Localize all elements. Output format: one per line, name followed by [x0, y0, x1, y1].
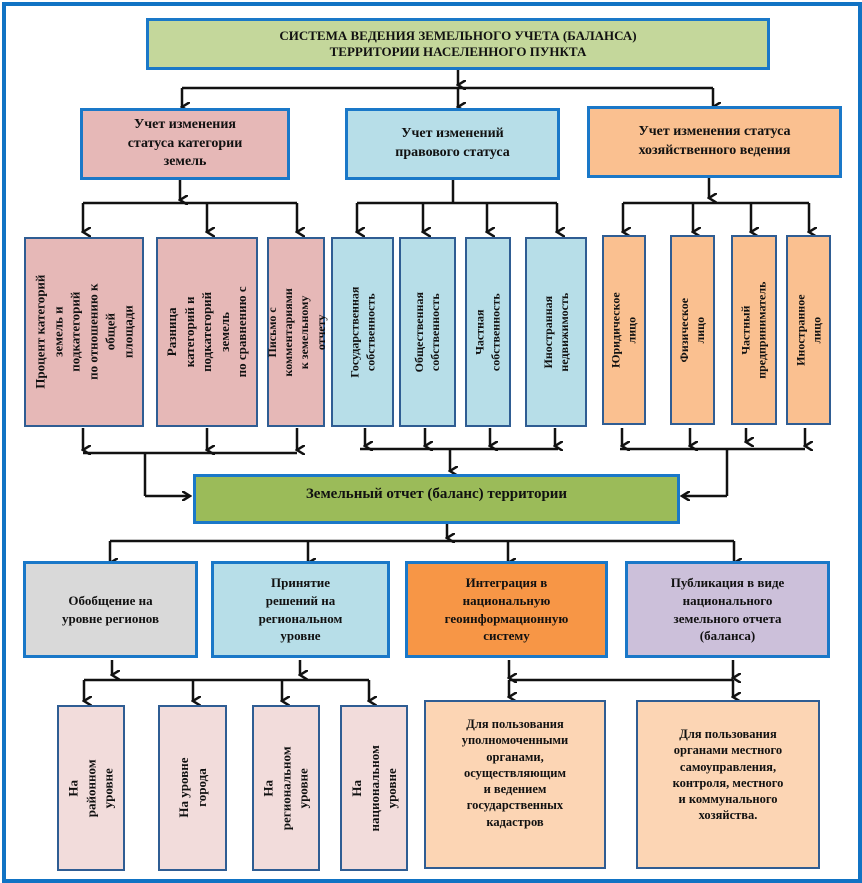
regional-decision-label: Принятие решений на региональном уровне [258, 575, 343, 644]
land-report-label: Земельный отчет (баланс) территории [305, 486, 568, 502]
category-item-letter: Письмо с комментариями к земельному отче… [265, 237, 327, 427]
level-regional: На региональном уровне [252, 705, 320, 871]
legal-status-box: Учет изменений правового статуса [345, 108, 560, 180]
economic-status-box: Учет изменения статуса хозяйственного ве… [587, 106, 842, 178]
publication-box: Публикация в виде национального земельно… [625, 561, 830, 658]
legal-item-state: Государственная собственность [331, 237, 394, 427]
economic-item-individual-label: Физическое лицо [677, 297, 708, 363]
regional-summary-box: Обобщение на уровне регионов [23, 561, 198, 658]
local-government-box: Для пользования органами местного самоуп… [636, 700, 820, 869]
legal-item-private: Частная собственность [465, 237, 511, 427]
level-district-label: На районном уровне [65, 759, 116, 817]
category-status-label: Учет изменения статуса категории земель [127, 116, 243, 170]
economic-item-foreign-person-label: Иностранное лицо [793, 294, 824, 366]
land-report-box: Земельный отчет (баланс) территории [193, 474, 680, 524]
level-national: На национальном уровне [340, 705, 408, 871]
regional-decision-box: Принятие решений на региональном уровне [211, 561, 390, 658]
level-city: На уровне города [158, 705, 227, 871]
legal-status-label: Учет изменений правового статуса [395, 126, 510, 160]
gis-integration-label: Интеграция в национальную геоинформацион… [444, 575, 569, 644]
legal-item-public: Общественная собственность [399, 237, 456, 427]
category-status-box: Учет изменения статуса категории земель [80, 108, 290, 180]
category-item-percent-label: Процент категорий земель и подкатегорий … [32, 274, 136, 390]
economic-item-entrepreneur: Частный предприниматель [731, 235, 777, 425]
category-item-difference: Разница категорий и подкатегорий земель … [156, 237, 258, 427]
economic-item-legal-entity: Юридическое лицо [602, 235, 646, 425]
title-line-1: СИСТЕМА ВЕДЕНИЯ ЗЕМЕЛЬНОГО УЧЕТА (БАЛАНС… [279, 27, 637, 43]
legal-item-state-label: Государственная собственность [347, 286, 378, 378]
category-item-difference-label: Разница категорий и подкатегорий земель … [164, 286, 250, 378]
economic-item-entrepreneur-label: Частный предприниматель [738, 281, 770, 379]
publication-label: Публикация в виде национального земельно… [670, 575, 785, 644]
economic-item-foreign-person: Иностранное лицо [786, 235, 831, 425]
legal-item-foreign-label: Иностранная недвижимость [540, 292, 571, 372]
cadastre-authorities-box: Для пользования уполномоченными органами… [424, 700, 606, 869]
economic-item-legal-entity-label: Юридическое лицо [608, 292, 640, 368]
level-regional-label: На региональном уровне [260, 746, 311, 830]
gis-integration-box: Интеграция в национальную геоинформацион… [405, 561, 608, 658]
cadastre-authorities-label: Для пользования уполномоченными органами… [461, 717, 569, 829]
legal-item-foreign: Иностранная недвижимость [525, 237, 587, 427]
level-city-label: На уровне города [175, 757, 209, 819]
level-district: На районном уровне [57, 705, 125, 871]
title-line-2: ТЕРРИТОРИИ НАСЕЛЕННОГО ПУНКТА [329, 44, 587, 59]
level-national-label: На национальном уровне [348, 744, 399, 832]
legal-item-private-label: Частная собственность [472, 293, 503, 371]
title-box: СИСТЕМА ВЕДЕНИЯ ЗЕМЕЛЬНОГО УЧЕТА (БАЛАНС… [146, 18, 770, 70]
category-item-letter-label: Письмо с комментариями к земельному отче… [264, 287, 328, 377]
regional-summary-label: Обобщение на уровне регионов [61, 592, 160, 626]
economic-item-individual: Физическое лицо [670, 235, 715, 425]
local-government-label: Для пользования органами местного самоуп… [672, 727, 784, 823]
legal-item-public-label: Общественная собственность [412, 291, 443, 373]
economic-status-label: Учет изменения статуса хозяйственного ве… [638, 124, 791, 158]
category-item-percent: Процент категорий земель и подкатегорий … [24, 237, 144, 427]
